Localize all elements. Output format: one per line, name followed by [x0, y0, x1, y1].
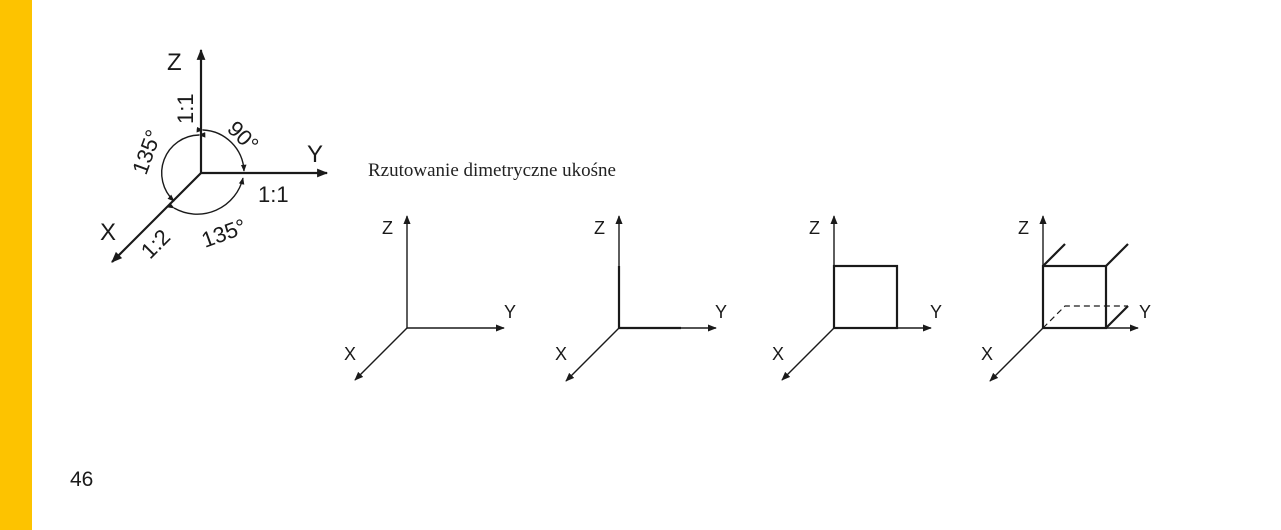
step-3-front-face	[832, 264, 899, 330]
angle-arc-zy	[196, 126, 247, 172]
legend-z-scale: 1:1	[173, 93, 198, 124]
step-2-x-label: X	[555, 344, 567, 364]
step-3-y-label: Y	[930, 302, 942, 322]
step-3-x-axis	[781, 327, 835, 381]
angle-arc-yx	[167, 177, 245, 215]
step-2-axes: Z Y X	[555, 215, 727, 382]
step-4-z-label: Z	[1018, 218, 1029, 238]
legend-y-label: Y	[307, 141, 323, 168]
step-2-z-label: Z	[594, 218, 605, 238]
step-1-axes: Z Y X	[344, 215, 516, 381]
axes-legend-diagram: Z Y X 1:1 1:1 1:2 90° 135° 135°	[100, 48, 329, 264]
step-4-front-face	[1041, 264, 1108, 330]
step-1-y-label: Y	[504, 302, 516, 322]
legend-x-label: X	[100, 219, 116, 246]
legend-x-scale: 1:2	[136, 224, 175, 263]
step-3-axes: Z Y X	[772, 215, 942, 381]
step-2-x-axis	[565, 327, 620, 382]
step-4-x-axis	[989, 327, 1044, 382]
step-4-y-label: Y	[1139, 302, 1151, 322]
step-2-y-label: Y	[715, 302, 727, 322]
accent-side-bar	[0, 0, 32, 530]
step-1-x-label: X	[344, 344, 356, 364]
step-1-x-axis	[354, 327, 408, 381]
step-4-edge-bottom-right	[1105, 305, 1129, 329]
figure-caption: Rzutowanie dimetryczne ukośne	[368, 160, 616, 181]
step-4-x-label: X	[981, 344, 993, 364]
step-3-x-label: X	[772, 344, 784, 364]
step-3-z-label: Z	[809, 218, 820, 238]
step-4-hidden-edges	[1042, 305, 1128, 329]
step-1-z-label: Z	[382, 218, 393, 238]
angle-label-zy: 90°	[222, 116, 263, 157]
legend-z-label: Z	[167, 49, 182, 76]
step-4-edge-top-right	[1105, 243, 1129, 267]
angle-arc-zx	[161, 132, 206, 202]
angle-label-zx: 135°	[127, 126, 166, 177]
step-4-edge-top-left	[1042, 243, 1066, 267]
page-number: 46	[70, 468, 94, 491]
angle-label-yx: 135°	[198, 214, 249, 253]
legend-y-scale: 1:1	[258, 182, 289, 207]
step-4-axes: Z Y X	[981, 215, 1151, 382]
